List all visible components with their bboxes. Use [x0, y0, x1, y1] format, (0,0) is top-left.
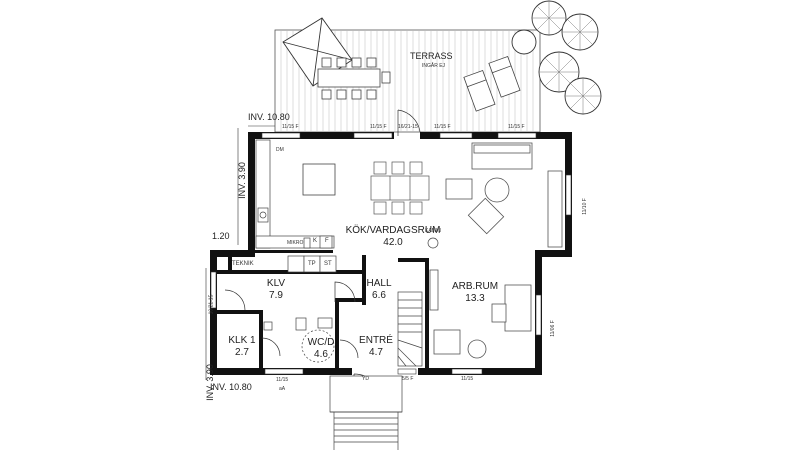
fireplace	[427, 237, 439, 249]
window-bottom-2-label: 5/5 F	[402, 376, 414, 382]
room-klv-area: 7.9	[269, 290, 283, 301]
trees	[511, 0, 602, 115]
f-label: F	[325, 238, 329, 244]
room-entry-name: ENTRÉ	[359, 335, 393, 346]
window-right-1-label: 11/10 F	[581, 198, 588, 215]
teknik-label: TEKNIK	[232, 261, 254, 267]
dining-set	[370, 161, 430, 215]
room-klv-name: KLV	[266, 278, 286, 289]
room-office-area: 13.3	[465, 293, 485, 304]
door-top-label: 16/21-15	[398, 124, 418, 130]
window-bottom-1-label: 11/15	[276, 377, 289, 383]
window-right-2-label: 11/06 F	[549, 320, 556, 337]
window-top-1-label: 11/15 F	[282, 124, 299, 130]
sun-loungers	[463, 55, 521, 112]
dimension-top-left: INV. 10.80	[248, 112, 290, 122]
window-left-label: 10/21-15	[208, 294, 215, 315]
room-office-name: ARB.RUM	[451, 281, 499, 292]
terrace-note: INGÅR EJ	[422, 63, 446, 69]
tp-label: TP	[308, 261, 316, 267]
dimension-lines	[205, 125, 275, 380]
room-kitchen-name: KÖK/VARDAGSRUM	[345, 225, 441, 236]
room-wc-name: WC/D	[307, 337, 335, 348]
room-hall-area: 6.6	[372, 290, 386, 301]
room-hall-name: HALL	[366, 278, 392, 289]
window-top-4-label: 11/15 F	[508, 124, 525, 130]
mikro-label: MIKRO	[287, 240, 304, 246]
st-label: ST	[324, 261, 332, 267]
laundry-units	[287, 255, 337, 273]
window-top-2-label: 11/15 F	[370, 124, 387, 130]
window-top-3-label: 11/15 F	[434, 124, 451, 130]
dimension-bottom-left: INV. 10.80	[210, 382, 252, 392]
room-wc-area: 4.6	[314, 349, 328, 360]
staircase	[397, 291, 423, 367]
kitchen-island	[302, 163, 336, 196]
living-furniture	[445, 142, 563, 248]
room-klk-name: KLK 1	[228, 335, 256, 346]
dimension-left-upper: INV. 3.90	[236, 162, 247, 199]
outdoor-dining-set	[317, 57, 391, 100]
yd-label: YD	[362, 376, 369, 382]
room-entry-area: 4.7	[369, 347, 383, 358]
window-bottom-3-label: 11/15	[461, 376, 474, 382]
wc-fixtures	[263, 317, 335, 363]
windows	[210, 132, 572, 375]
terrace-door	[397, 109, 421, 136]
office-furniture	[429, 269, 532, 359]
dimension-step: 1.20	[212, 231, 230, 241]
kamin-label: KAMIN	[425, 228, 441, 234]
window-bottom-1b-label: aA	[279, 386, 286, 392]
dm-label: DM	[276, 147, 284, 153]
room-klk-area: 2.7	[235, 347, 249, 358]
kitchen-counters	[255, 139, 335, 249]
terrace-label: TERRASS	[410, 51, 453, 61]
room-kitchen-area: 42.0	[383, 237, 403, 248]
k-label: K	[313, 238, 318, 244]
entrance-steps	[329, 375, 403, 450]
